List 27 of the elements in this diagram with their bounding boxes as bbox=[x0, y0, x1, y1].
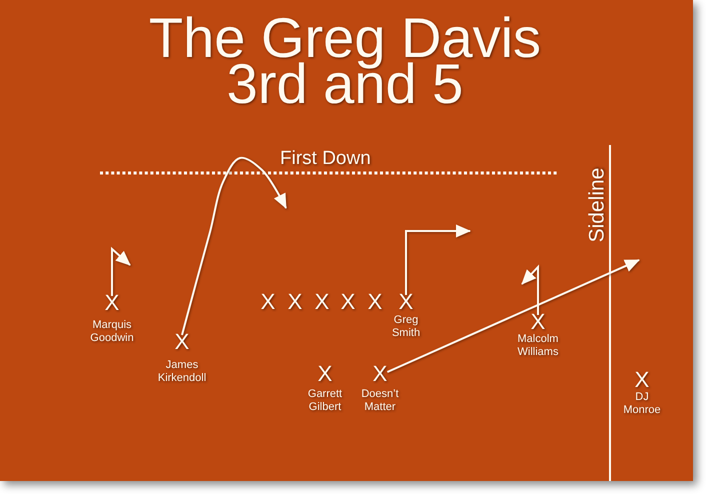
player-mark: X bbox=[104, 295, 120, 311]
player-mark: X bbox=[530, 314, 546, 330]
player-mark: X bbox=[398, 294, 414, 310]
player-name: James Kirkendoll bbox=[158, 358, 206, 384]
player-name: Garrett Gilbert bbox=[308, 388, 342, 414]
player-mark: X bbox=[260, 294, 276, 310]
player-name: Greg Smith bbox=[392, 314, 420, 340]
player-name: DJ Monroe bbox=[623, 390, 661, 416]
player-name: Malcolm Williams bbox=[518, 332, 558, 358]
route-arrow bbox=[111, 246, 131, 296]
title: The Greg Davis 3rd and 5 bbox=[148, 15, 542, 107]
first-down-label: First Down bbox=[280, 149, 371, 168]
player-mark: X bbox=[372, 366, 388, 382]
route-arrow bbox=[181, 156, 287, 336]
route-arrow bbox=[386, 259, 640, 373]
player-name: Doesn’t Matter bbox=[361, 388, 399, 414]
player-mark: X bbox=[634, 372, 650, 388]
player-name: Marquis Goodwin bbox=[90, 318, 134, 344]
player-mark: X bbox=[340, 294, 356, 310]
player-mark: X bbox=[288, 294, 302, 310]
player-mark: X bbox=[368, 294, 382, 310]
player-mark: X bbox=[174, 334, 190, 350]
sideline-label: Sideline bbox=[586, 168, 608, 242]
route-arrow bbox=[521, 264, 539, 315]
player-mark: X bbox=[314, 294, 330, 310]
player-mark: X bbox=[318, 366, 332, 382]
route-arrow bbox=[405, 224, 471, 295]
